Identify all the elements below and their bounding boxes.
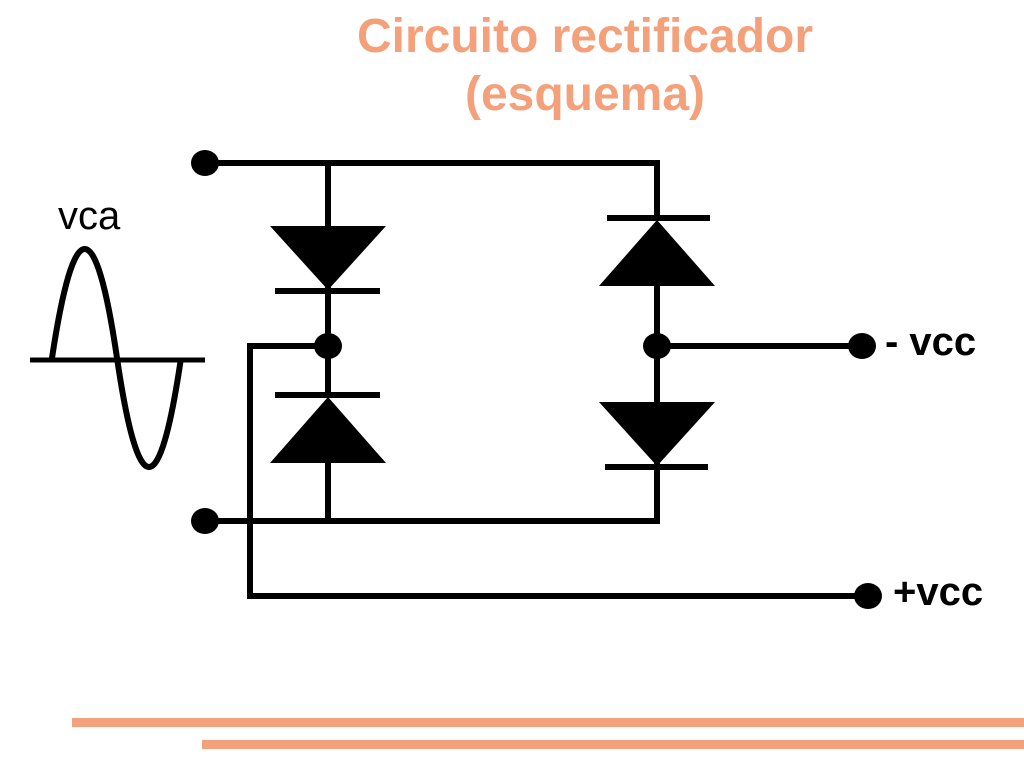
negative-output-label: - vcc [885,320,977,364]
wire-positive-output [247,343,871,599]
title-line-2: (esquema) [464,68,706,121]
ac-terminal-bottom [191,508,219,534]
decorative-rule-bottom [202,740,1024,749]
diode-d4 [599,402,715,470]
positive-output-terminal [854,583,882,609]
diode-d2-triangle [270,397,386,463]
wire-bottom-rail [202,463,660,524]
wire-top-rail [202,160,660,215]
junction-left [314,333,342,359]
diode-d2 [270,392,386,463]
diode-d1 [270,226,386,294]
positive-output-label: +vcc [893,570,984,614]
ac-input-label: vca [58,194,121,238]
negative-output-terminal [848,333,876,359]
ac-sine-wave-icon [30,246,205,470]
diode-d3-triangle [599,220,715,286]
circuit-nodes [191,150,882,609]
slide-title: Circuito rectificador (esquema) [0,8,1024,124]
circuit-wires [202,160,871,599]
sine-wave-curve [49,246,184,470]
diode-d1-triangle [270,226,386,290]
ac-terminal-top [191,150,219,176]
decorative-rule-top [72,718,1024,727]
diode-d3 [599,215,715,286]
diode-d4-triangle [599,402,715,466]
title-line-1: Circuito rectificador [356,10,814,63]
junction-right [643,333,671,359]
